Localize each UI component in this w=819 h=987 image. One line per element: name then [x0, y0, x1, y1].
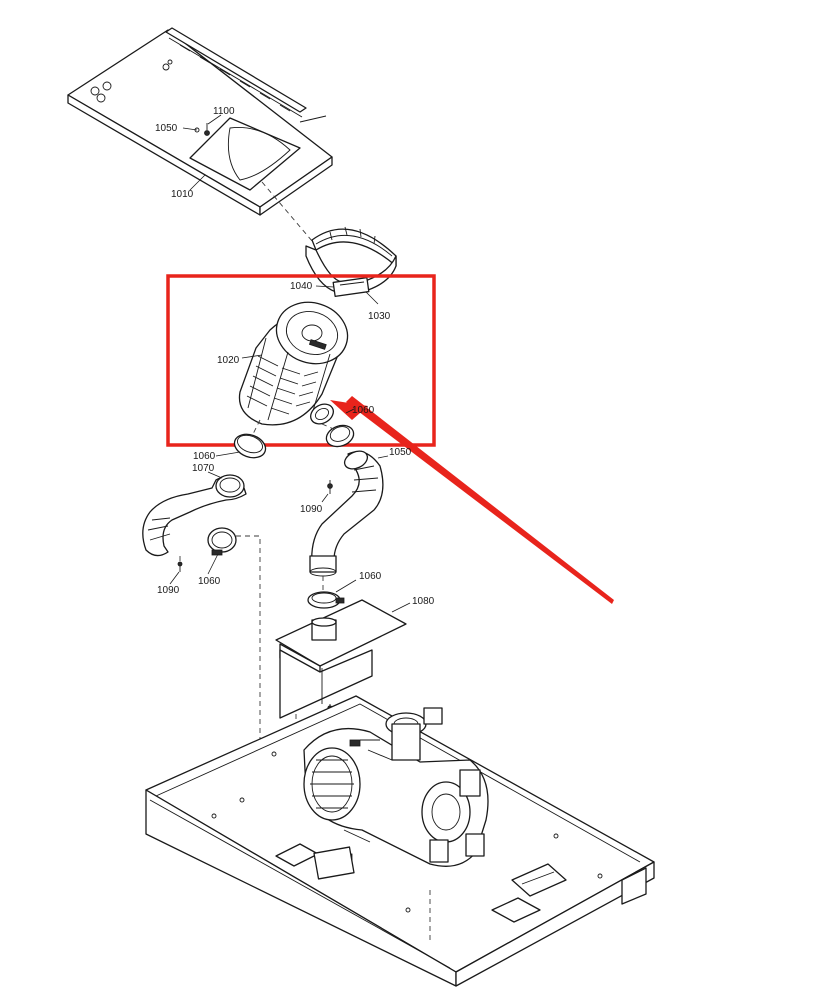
filter-louvers — [246, 337, 331, 421]
highlight-annotation — [166, 274, 614, 604]
label-1060-center: 1060 — [359, 571, 382, 582]
label-1010: 1010 — [171, 189, 194, 200]
label-1050-hose: 1050 — [389, 447, 412, 458]
label-1070: 1070 — [192, 463, 215, 474]
label-1020: 1020 — [217, 355, 240, 366]
clamp-1060-left — [233, 433, 267, 459]
bracket-1080 — [275, 599, 407, 719]
label-1050-screw: 1050 — [155, 123, 178, 134]
clamp-1060-lower — [207, 527, 237, 556]
hose-1070 — [142, 474, 247, 557]
label-1090-right: 1090 — [300, 504, 323, 515]
label-1060-lower: 1060 — [198, 576, 221, 587]
clamp-1060-right — [325, 424, 355, 448]
label-1030: 1030 — [368, 311, 391, 322]
label-1100: 1100 — [213, 106, 235, 117]
blower-assembly — [303, 707, 489, 880]
hose-clamp-1030 — [305, 226, 397, 297]
hose-1050 — [309, 450, 384, 577]
air-filter-1020 — [238, 301, 349, 426]
label-1060-box: 1060 — [352, 405, 375, 416]
screw-1090-left — [177, 561, 183, 572]
label-1080: 1080 — [412, 596, 435, 607]
label-1090-left: 1090 — [157, 585, 180, 596]
label-1060-left: 1060 — [193, 451, 216, 462]
screw-1090-right — [327, 480, 333, 494]
clamp-1060-center — [307, 591, 345, 609]
cover-plate-1010 — [67, 27, 333, 216]
label-1040: 1040 — [290, 281, 313, 292]
